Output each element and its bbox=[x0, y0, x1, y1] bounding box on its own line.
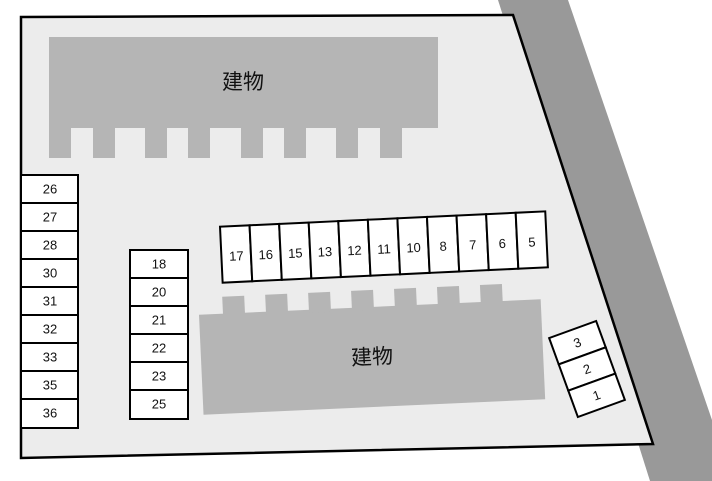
svg-text:23: 23 bbox=[152, 369, 166, 384]
svg-text:8: 8 bbox=[439, 239, 447, 254]
svg-text:7: 7 bbox=[469, 237, 477, 252]
svg-text:18: 18 bbox=[152, 257, 166, 272]
svg-text:3: 3 bbox=[571, 334, 583, 351]
parking-slot[interactable]: 33 bbox=[20, 342, 79, 372]
parking-slot[interactable]: 7 bbox=[455, 213, 490, 273]
svg-text:15: 15 bbox=[288, 245, 303, 261]
svg-text:5: 5 bbox=[528, 234, 536, 249]
parking-slot[interactable]: 20 bbox=[129, 277, 189, 307]
svg-text:16: 16 bbox=[258, 247, 273, 263]
svg-text:33: 33 bbox=[43, 350, 57, 365]
parking-slot[interactable]: 15 bbox=[278, 221, 313, 281]
svg-text:25: 25 bbox=[152, 397, 166, 412]
parking-slot[interactable]: 26 bbox=[20, 174, 79, 204]
parking-slot[interactable]: 6 bbox=[485, 211, 520, 272]
parking-slot[interactable]: 17 bbox=[218, 224, 254, 284]
svg-text:35: 35 bbox=[43, 378, 57, 393]
svg-text:10: 10 bbox=[406, 240, 421, 256]
svg-text:20: 20 bbox=[152, 285, 166, 300]
parking-middle-column: 18 20 21 22 23 25 bbox=[129, 249, 189, 420]
parking-slot[interactable]: 32 bbox=[20, 314, 79, 344]
parking-slot[interactable]: 1 bbox=[567, 372, 627, 419]
svg-text:27: 27 bbox=[43, 210, 57, 225]
parking-slot[interactable]: 18 bbox=[129, 249, 189, 279]
parking-slot[interactable]: 8 bbox=[425, 214, 461, 274]
svg-text:2: 2 bbox=[581, 361, 593, 378]
svg-text:22: 22 bbox=[152, 341, 166, 356]
svg-text:13: 13 bbox=[317, 244, 332, 260]
parking-slot[interactable]: 22 bbox=[129, 333, 189, 363]
parking-slot[interactable]: 10 bbox=[396, 215, 431, 276]
svg-text:1: 1 bbox=[591, 387, 603, 404]
parking-slot[interactable]: 12 bbox=[337, 218, 372, 279]
parking-slot[interactable]: 5 bbox=[514, 210, 549, 270]
svg-text:30: 30 bbox=[43, 266, 57, 281]
parking-slot[interactable]: 28 bbox=[20, 230, 79, 260]
svg-text:36: 36 bbox=[43, 406, 57, 421]
parking-slot[interactable]: 16 bbox=[248, 222, 283, 283]
svg-text:26: 26 bbox=[43, 182, 57, 197]
svg-text:17: 17 bbox=[229, 248, 244, 264]
road bbox=[498, 0, 712, 481]
svg-text:32: 32 bbox=[43, 322, 57, 337]
parking-slot[interactable]: 30 bbox=[20, 258, 79, 288]
svg-text:31: 31 bbox=[43, 294, 57, 309]
svg-text:21: 21 bbox=[152, 313, 166, 328]
parking-left-column: 26 27 28 30 31 32 33 35 36 bbox=[20, 174, 79, 429]
building-north: 建物 bbox=[49, 37, 438, 158]
parking-center-row: 17 16 15 13 12 11 10 8 7 6 5 bbox=[218, 210, 549, 284]
parking-slot[interactable]: 25 bbox=[129, 389, 189, 420]
svg-text:6: 6 bbox=[498, 236, 506, 251]
parking-slot[interactable]: 23 bbox=[129, 361, 189, 391]
svg-text:28: 28 bbox=[43, 238, 57, 253]
parking-slot[interactable]: 27 bbox=[20, 202, 79, 232]
parking-slot[interactable]: 11 bbox=[366, 217, 402, 277]
building-north-label: 建物 bbox=[222, 70, 264, 94]
building-south-label: 建物 bbox=[351, 344, 394, 370]
svg-text:12: 12 bbox=[347, 243, 362, 259]
parking-corner-group: 3 2 1 bbox=[547, 319, 627, 419]
parking-slot[interactable]: 31 bbox=[20, 286, 79, 316]
svg-text:11: 11 bbox=[377, 241, 391, 257]
building-south: 建物 bbox=[198, 284, 546, 415]
parking-slot[interactable]: 13 bbox=[307, 220, 342, 280]
parking-slot[interactable]: 21 bbox=[129, 305, 189, 335]
parking-slot[interactable]: 36 bbox=[20, 398, 79, 429]
parking-slot[interactable]: 35 bbox=[20, 370, 79, 400]
